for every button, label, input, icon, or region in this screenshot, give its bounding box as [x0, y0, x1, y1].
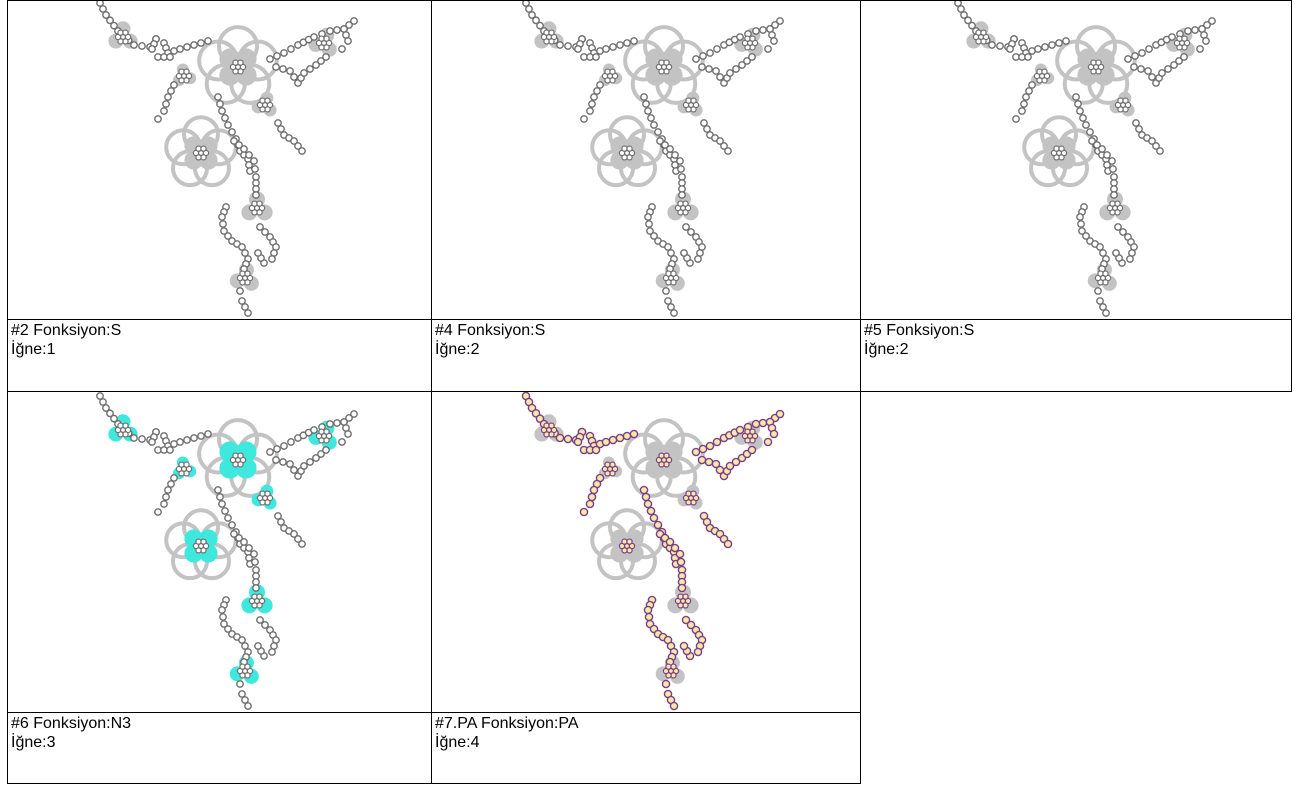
design-preview[interactable] [7, 391, 432, 713]
design-preview[interactable] [431, 391, 861, 713]
function-label: #4 Fonksiyon:S [435, 322, 546, 339]
embroidery-design-image [96, 392, 358, 710]
design-preview[interactable] [860, 0, 1292, 320]
card-caption: #6 Fonksiyon:N3 İğne:3 [7, 713, 432, 784]
needle-label: İğne:1 [11, 341, 56, 358]
function-label: #6 Fonksiyon:N3 [11, 715, 132, 732]
embroidery-design-image [954, 1, 1216, 317]
needle-label: İğne:3 [11, 734, 56, 751]
embroidery-design-image [96, 1, 358, 317]
embroidery-design-image [521, 392, 785, 711]
needle-label: İğne:2 [864, 341, 909, 358]
card-caption: #7.PA Fonksiyon:PA İğne:4 [431, 713, 861, 784]
design-preview[interactable] [431, 0, 861, 320]
card-caption: #5 Fonksiyon:S İğne:2 [860, 320, 1292, 392]
card-function-6[interactable]: #6 Fonksiyon:N3 İğne:3 [7, 391, 432, 784]
function-label: #5 Fonksiyon:S [864, 322, 975, 339]
design-preview[interactable] [7, 0, 432, 320]
card-function-7-pa[interactable]: #7.PA Fonksiyon:PA İğne:4 [431, 391, 861, 784]
needle-label: İğne:2 [435, 341, 480, 358]
card-caption: #2 Fonksiyon:S İğne:1 [7, 320, 432, 392]
card-function-5[interactable]: #5 Fonksiyon:S İğne:2 [860, 0, 1292, 392]
card-function-4[interactable]: #4 Fonksiyon:S İğne:2 [431, 0, 861, 392]
card-caption: #4 Fonksiyon:S İğne:2 [431, 320, 861, 392]
needle-label: İğne:4 [435, 734, 480, 751]
embroidery-design-image [522, 1, 784, 317]
function-label: #7.PA Fonksiyon:PA [435, 715, 579, 732]
function-label: #2 Fonksiyon:S [11, 322, 122, 339]
card-function-2[interactable]: #2 Fonksiyon:S İğne:1 [7, 0, 432, 392]
